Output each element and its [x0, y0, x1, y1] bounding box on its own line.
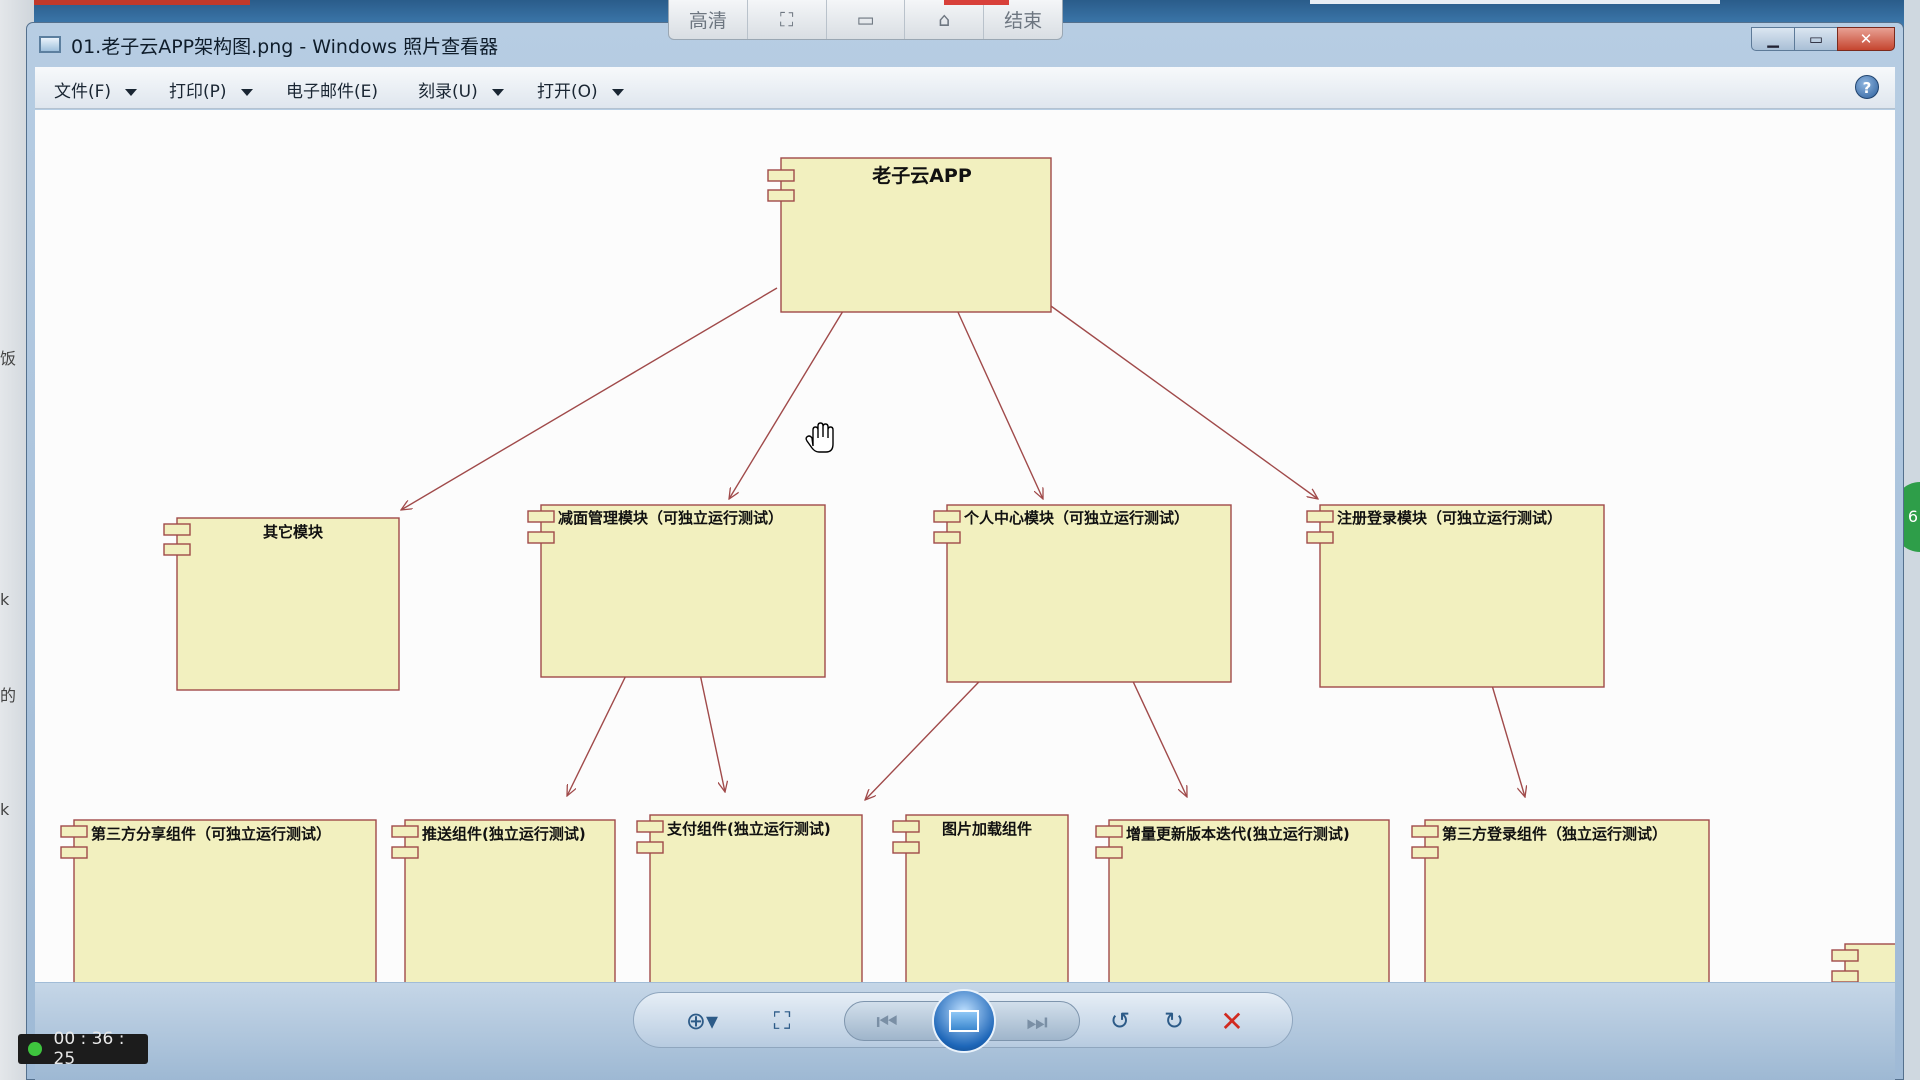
edge-face-push	[567, 654, 637, 796]
desktop-white-bar	[1310, 0, 1720, 4]
viewer-controls: ⊕▾ ⛶ ⏮ ⏭ ↺ ↻ ✕	[633, 989, 1293, 1053]
actual-size-button[interactable]: ⛶	[773, 1007, 791, 1035]
recording-dot-icon	[28, 1042, 42, 1056]
slideshow-button[interactable]	[932, 989, 996, 1053]
component-partial	[1831, 943, 1895, 982]
minimize-button[interactable]: ▁	[1751, 27, 1795, 51]
component-personal	[933, 504, 1232, 683]
component-login	[1306, 504, 1605, 688]
component-other	[163, 517, 400, 691]
title-bar[interactable]: 01.老子云APP架构图.png - Windows 照片查看器 ▁ ▭ ✕	[27, 23, 1903, 67]
label-share: 第三方分享组件（可独立运行测试）	[91, 825, 331, 843]
menu-bar: 文件(F) 打印(P) 电子邮件(E) 刻录(U) 打开(O) ?	[35, 67, 1895, 109]
chevron-down-icon	[125, 88, 138, 96]
timer-text: 00 : 36 : 25	[53, 1029, 125, 1069]
hand-cursor-icon	[805, 422, 834, 453]
edge-face-pay	[695, 654, 725, 792]
menu-print-label: 打印(P)	[169, 82, 227, 102]
label-login: 注册登录模块（可独立运行测试）	[1337, 509, 1562, 527]
edge-personal-pay	[865, 659, 1001, 800]
menu-file-label: 文件(F)	[54, 82, 112, 102]
photo-viewer-icon	[39, 36, 61, 53]
label-face: 减面管理模块（可独立运行测试）	[558, 509, 783, 527]
desktop-red-bar	[0, 0, 250, 5]
label-image: 图片加载组件	[942, 820, 1032, 838]
label-update: 增量更新版本迭代(独立运行测试)	[1126, 825, 1350, 843]
delete-button[interactable]: ✕	[1220, 1004, 1244, 1038]
edge-root-other	[401, 287, 778, 510]
maximize-button[interactable]: ▭	[1794, 27, 1838, 51]
window-controls: ▁ ▭ ✕	[1751, 27, 1895, 51]
component-thirdlogin	[1411, 819, 1710, 982]
zoom-button[interactable]: ⊕▾	[685, 1007, 719, 1035]
recorder-home-button[interactable]: ⌂	[905, 0, 985, 39]
image-canvas[interactable]: 老子云APP 其它模块 减面管理模块（可独立运行测试） 个人中心模块（可独立运行…	[35, 110, 1895, 982]
diagram-edges	[401, 287, 1525, 800]
help-icon[interactable]: ?	[1855, 75, 1879, 99]
recorder-end-button[interactable]: 结束	[1004, 10, 1043, 32]
menu-burn-label: 刻录(U)	[418, 82, 478, 102]
rotate-ccw-button[interactable]: ↺	[1109, 1007, 1131, 1035]
recording-timer: 00 : 36 : 25	[18, 1029, 148, 1069]
window-title: 01.老子云APP架构图.png - Windows 照片查看器	[71, 36, 499, 58]
chevron-down-icon	[611, 88, 624, 96]
recorder-region-button[interactable]: ⛶	[748, 0, 827, 39]
viewer-toolbar: ⊕▾ ⛶ ⏮ ⏭ ↺ ↻ ✕	[35, 983, 1895, 1080]
menu-burn[interactable]: 刻录(U)	[418, 77, 504, 102]
component-update	[1095, 819, 1390, 982]
recorder-window-button[interactable]: ▭	[827, 0, 906, 39]
edge-root-face	[729, 287, 858, 499]
component-pay	[636, 814, 863, 982]
previous-button[interactable]: ⏮	[876, 1008, 898, 1036]
component-image	[892, 814, 1069, 982]
menu-email[interactable]: 电子邮件(E)	[286, 77, 378, 102]
component-share	[60, 819, 377, 982]
label-other: 其它模块	[263, 523, 324, 541]
label-root: 老子云APP	[872, 164, 972, 187]
diagram-labels: 老子云APP 其它模块 减面管理模块（可独立运行测试） 个人中心模块（可独立运行…	[91, 164, 1667, 843]
menu-open-label: 打开(O)	[537, 82, 598, 102]
slideshow-icon	[949, 1010, 979, 1032]
label-personal: 个人中心模块（可独立运行测试）	[963, 509, 1189, 527]
recorder-hd-button[interactable]: 高清	[669, 0, 748, 39]
next-button[interactable]: ⏭	[1026, 1008, 1048, 1036]
menu-open[interactable]: 打开(O)	[537, 77, 624, 102]
menu-email-label: 电子邮件(E)	[286, 82, 379, 102]
chevron-down-icon	[240, 88, 253, 96]
component-root	[767, 157, 1052, 313]
edge-personal-update	[1122, 659, 1187, 797]
rotate-cw-button[interactable]: ↻	[1163, 1007, 1185, 1035]
recorder-indicator	[944, 0, 1009, 5]
chevron-down-icon	[491, 88, 504, 96]
component-face	[527, 504, 826, 678]
label-push: 推送组件(独立运行测试)	[422, 825, 586, 843]
close-button[interactable]: ✕	[1837, 27, 1895, 51]
label-thirdlogin: 第三方登录组件（独立运行测试）	[1442, 825, 1667, 843]
architecture-diagram: 老子云APP 其它模块 减面管理模块（可独立运行测试） 个人中心模块（可独立运行…	[60, 157, 1895, 982]
label-pay: 支付组件(独立运行测试)	[666, 820, 831, 838]
recorder-toolbar: 高清 ⛶ ▭ ⌂ 结束	[668, 0, 1063, 40]
diagram-boxes	[60, 157, 1895, 982]
component-push	[391, 819, 616, 982]
edge-root-login	[1025, 287, 1318, 499]
menu-print[interactable]: 打印(P)	[169, 77, 253, 102]
photo-viewer-window: 01.老子云APP架构图.png - Windows 照片查看器 ▁ ▭ ✕ 文…	[26, 22, 1904, 1080]
menu-file[interactable]: 文件(F)	[54, 77, 138, 102]
edge-root-personal	[946, 287, 1043, 499]
